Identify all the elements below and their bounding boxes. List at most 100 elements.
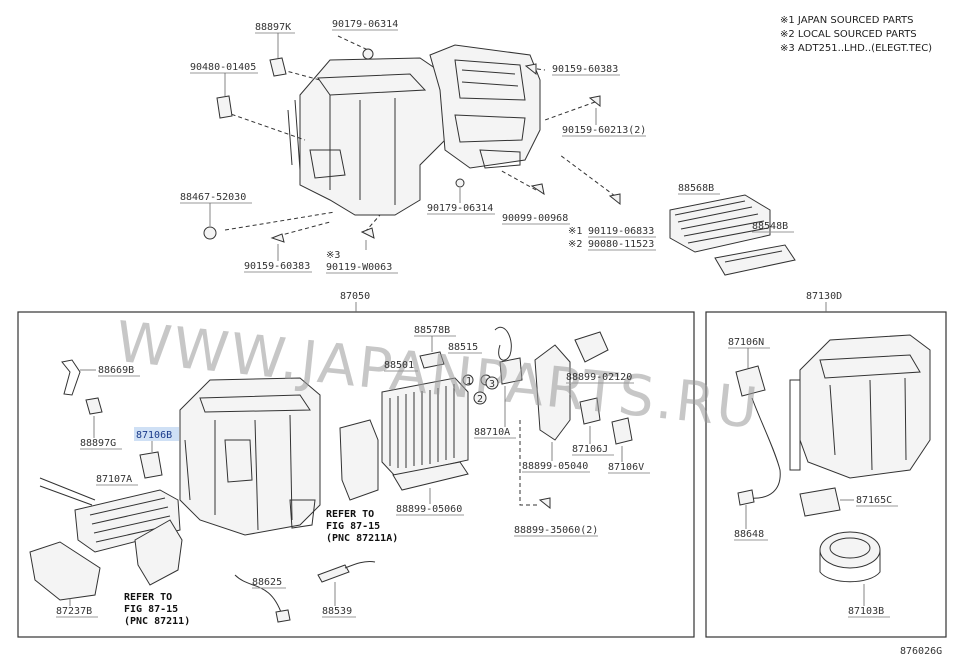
top-assembly-drawing <box>203 35 796 276</box>
svg-text:87106N: 87106N <box>728 337 764 348</box>
group-87130d-drawing <box>735 334 931 583</box>
clip-90480 <box>216 95 233 119</box>
svg-text:90159-60383: 90159-60383 <box>244 261 310 272</box>
svg-text:90119-06833: 90119-06833 <box>588 226 654 237</box>
part-label-87130d[interactable]: 87130D <box>806 291 842 302</box>
svg-text:88548B: 88548B <box>752 221 788 232</box>
part-label-88899-05060[interactable]: 88899-05060 <box>396 488 464 516</box>
svg-text:REFER TO: REFER TO <box>124 592 172 603</box>
svg-text:88515: 88515 <box>448 342 478 353</box>
svg-text:FIG 87-15: FIG 87-15 <box>326 521 380 532</box>
refer-note-87211: REFER TO FIG 87-15 (PNC 87211) <box>124 592 190 627</box>
refer-note-87211a: REFER TO FIG 87-15 (PNC 87211A) <box>326 509 398 544</box>
part-label-88899-02120[interactable]: 88899-02120 <box>566 372 634 384</box>
svg-text:87106V: 87106V <box>608 462 644 473</box>
svg-text:87107A: 87107A <box>96 474 132 485</box>
svg-text:90159-60383: 90159-60383 <box>552 64 618 75</box>
svg-text:88501: 88501 <box>384 360 414 371</box>
callout-2: 2 <box>477 394 483 405</box>
svg-text:(PNC 87211): (PNC 87211) <box>124 616 190 627</box>
part-label-90159-60383-bottom[interactable]: 90159-60383 <box>244 244 312 273</box>
svg-text:※3: ※3 <box>326 250 340 261</box>
svg-text:※1: ※1 <box>568 226 582 237</box>
svg-text:88897K: 88897K <box>255 22 291 33</box>
svg-text:FIG 87-15: FIG 87-15 <box>124 604 178 615</box>
part-label-87103b[interactable]: 87103B <box>848 584 890 618</box>
part-label-90080-11523[interactable]: ※2 90080-11523 <box>568 239 656 251</box>
part-label-90119-w0063[interactable]: ※3 90119-W0063 <box>326 240 398 274</box>
nut-90179-top <box>362 48 374 60</box>
part-label-88625[interactable]: 88625 <box>252 577 286 589</box>
svg-text:87165C: 87165C <box>856 495 892 506</box>
diagram-code: 876026G <box>900 646 942 657</box>
filter-88568b <box>669 194 771 253</box>
note-japan-sourced: ※1 JAPAN SOURCED PARTS <box>780 15 914 26</box>
svg-text:88669B: 88669B <box>98 365 134 376</box>
part-label-87106v[interactable]: 87106V <box>608 446 650 474</box>
svg-text:88899-05040: 88899-05040 <box>522 461 588 472</box>
part-label-88568b[interactable]: 88568B <box>678 183 720 195</box>
part-label-90179-06314-top[interactable]: 90179-06314 <box>332 19 398 31</box>
part-label-88710a[interactable]: 88710A <box>474 386 516 439</box>
part-label-88899-35060[interactable]: 88899-35060(2) <box>514 525 598 537</box>
part-label-88669b[interactable]: 88669B <box>80 365 140 377</box>
callout-1: 1 <box>466 376 472 387</box>
part-label-88648[interactable]: 88648 <box>734 505 768 541</box>
part-label-90119-06833[interactable]: ※1 90119-06833 <box>568 226 656 238</box>
part-label-90159-60213[interactable]: 90159-60213(2) <box>562 108 646 137</box>
svg-text:90080-11523: 90080-11523 <box>588 239 654 250</box>
part-label-88897g[interactable]: 88897G <box>80 416 122 450</box>
part-label-90099-00968[interactable]: 90099-00968 <box>502 213 570 225</box>
svg-text:88648: 88648 <box>734 529 764 540</box>
svg-text:REFER TO: REFER TO <box>326 509 374 520</box>
part-label-87050[interactable]: 87050 <box>340 291 370 302</box>
legend-notes: ※1 JAPAN SOURCED PARTS ※2 LOCAL SOURCED … <box>780 15 932 54</box>
part-label-88899-05040[interactable]: 88899-05040 <box>522 442 590 473</box>
note-local-sourced: ※2 LOCAL SOURCED PARTS <box>780 29 917 40</box>
part-label-90159-60383-top[interactable]: 90159-60383 <box>552 64 620 76</box>
callout-3-circle <box>485 376 499 390</box>
svg-text:90099-00968: 90099-00968 <box>502 213 568 224</box>
svg-text:88467-52030: 88467-52030 <box>180 192 246 203</box>
svg-text:87050: 87050 <box>340 291 370 302</box>
svg-text:88578B: 88578B <box>414 325 450 336</box>
svg-text:88899-35060(2): 88899-35060(2) <box>514 525 598 536</box>
callout-2-circle <box>473 391 487 405</box>
part-label-87107a[interactable]: 87107A <box>96 474 138 486</box>
svg-text:(PNC 87211A): (PNC 87211A) <box>326 533 398 544</box>
group-87050-drawing <box>29 327 633 623</box>
bracket-88897k <box>269 57 287 77</box>
part-label-90179-06314-bottom[interactable]: 90179-06314 <box>427 188 495 215</box>
part-label-87106b[interactable]: 87106B <box>134 427 179 452</box>
part-label-88515[interactable]: 88515 <box>448 342 482 354</box>
svg-text:※2: ※2 <box>568 239 582 250</box>
part-label-87106j[interactable]: 87106J <box>572 426 614 456</box>
svg-text:87103B: 87103B <box>848 606 884 617</box>
svg-text:90179-06314: 90179-06314 <box>332 19 398 30</box>
callout-numbers: 2 3 1 <box>466 376 499 405</box>
part-label-88548b[interactable]: 88548B <box>752 221 794 233</box>
svg-text:87106B: 87106B <box>136 430 172 441</box>
part-labels: 88897K 90179-06314 90480-01405 90159-603… <box>56 19 898 618</box>
part-label-88539[interactable]: 88539 <box>322 582 356 618</box>
part-label-87237b[interactable]: 87237B <box>56 598 98 618</box>
svg-text:88899-05060: 88899-05060 <box>396 504 462 515</box>
svg-text:87237B: 87237B <box>56 606 92 617</box>
svg-text:88899-02120: 88899-02120 <box>566 372 632 383</box>
grommet-88467 <box>203 226 217 240</box>
svg-text:90119-W0063: 90119-W0063 <box>326 262 392 273</box>
part-label-87165c[interactable]: 87165C <box>840 495 898 507</box>
cover-88548b <box>714 244 796 276</box>
note-adt251: ※3 ADT251..LHD..(ELEGT.TEC) <box>780 43 932 54</box>
svg-text:88710A: 88710A <box>474 427 510 438</box>
part-label-90480-01405[interactable]: 90480-01405 <box>190 62 258 96</box>
svg-text:88897G: 88897G <box>80 438 116 449</box>
part-label-87106n[interactable]: 87106N <box>728 337 770 368</box>
part-label-88501[interactable]: 88501 <box>384 360 418 372</box>
callout-3: 3 <box>489 379 495 390</box>
svg-text:90159-60213(2): 90159-60213(2) <box>562 125 646 136</box>
part-label-88578b[interactable]: 88578B <box>414 325 456 352</box>
part-label-88897k[interactable]: 88897K <box>255 22 295 58</box>
part-label-88467-52030[interactable]: 88467-52030 <box>180 192 252 226</box>
